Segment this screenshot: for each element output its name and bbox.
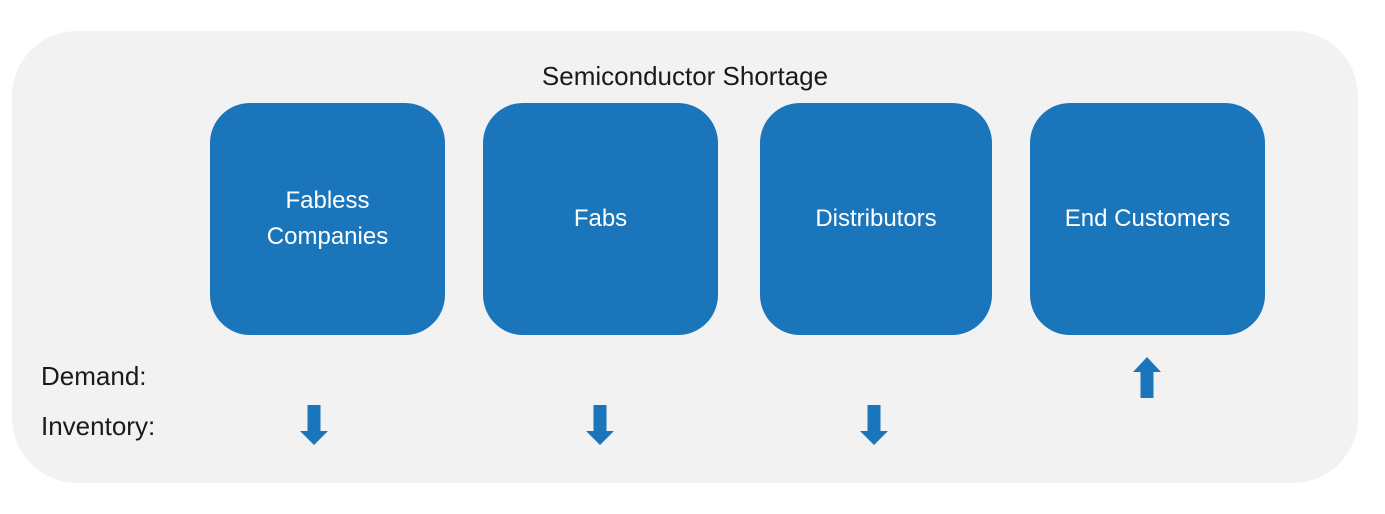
node-end-customers-label: End Customers <box>1064 205 1231 232</box>
node-fabs-label: Fabs <box>573 205 628 232</box>
node-fabs: Fabs <box>483 103 718 335</box>
node-fabless-companies: Fabless Companies <box>210 103 445 335</box>
node-distributors-label: Distributors <box>815 205 937 232</box>
node-end-customers: End Customers <box>1030 103 1265 335</box>
inventory-down-arrow-distributors <box>860 405 888 445</box>
inventory-row-label: Inventory: <box>41 411 156 441</box>
diagram-title: Semiconductor Shortage <box>541 61 829 91</box>
inventory-down-arrow-fabs <box>586 405 614 445</box>
node-fabless-companies-label: Fabless Companies <box>266 187 389 250</box>
inventory-down-arrow-fabless-companies <box>300 405 328 445</box>
node-distributors: Distributors <box>760 103 992 335</box>
demand-row-label: Demand: <box>41 361 147 391</box>
demand-up-arrow-end-customers <box>1133 357 1161 398</box>
